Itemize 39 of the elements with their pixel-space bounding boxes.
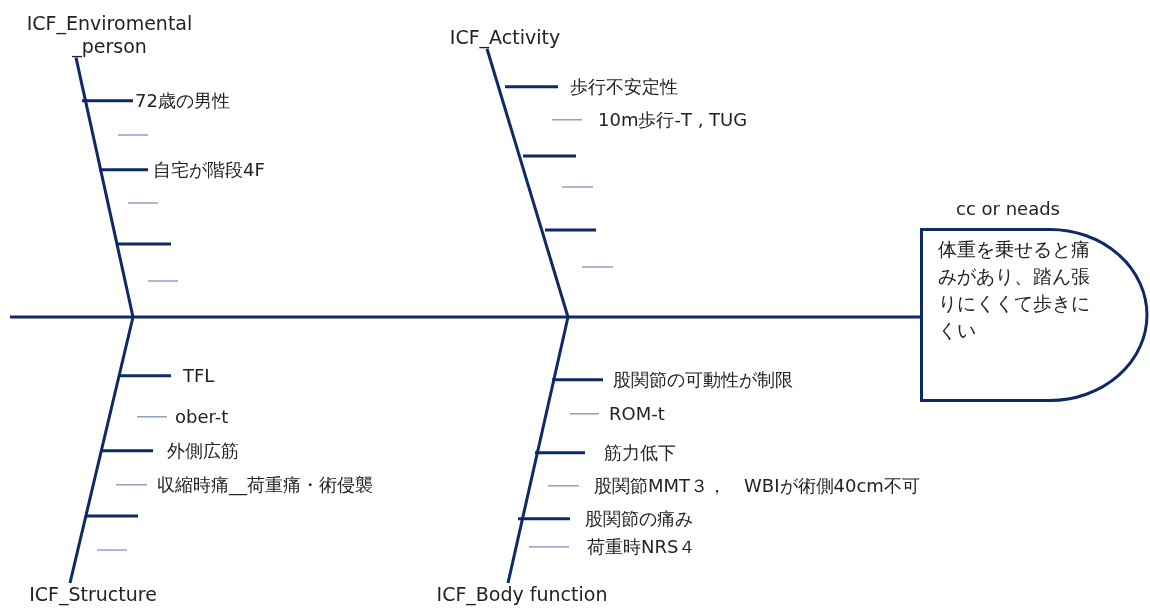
- cause-label: ROM-t: [608, 403, 665, 425]
- branch-line: [551, 119, 583, 121]
- branch-line: [136, 416, 168, 418]
- branch-line: [100, 449, 153, 453]
- category-label: ICF_Activity: [449, 26, 561, 49]
- branch-line: [518, 517, 570, 521]
- effect-text: 体重を乗せると痛みがあり、踏ん張りにくくて歩きにくい: [938, 237, 1091, 343]
- branch-line: [528, 546, 570, 548]
- effect-heading: cc or neads: [956, 198, 1060, 219]
- category-label: ICF_Structure: [29, 583, 157, 606]
- branch-line: [119, 374, 171, 378]
- branch-line: [547, 485, 580, 487]
- cause-label: 自宅が階段4F: [152, 159, 265, 181]
- cause-label: 収縮時痛__荷重痛・術侵襲: [156, 474, 373, 496]
- cause-label: 筋力低下: [603, 442, 676, 464]
- bone-line: [68, 316, 135, 584]
- branch-line: [535, 451, 585, 455]
- bone-line: [485, 48, 570, 318]
- branch-line: [115, 484, 148, 486]
- cause-label: 荷重時NRS４: [586, 536, 697, 558]
- branch-line: [82, 99, 133, 103]
- bone-line: [74, 57, 135, 318]
- cause-label: 72歳の男性: [134, 90, 230, 112]
- branch-line: [505, 85, 558, 89]
- spine-line: [10, 315, 920, 319]
- cause-label: 股関節MMT３， WBIが術側40cm不可: [593, 475, 920, 497]
- cause-label: 外側広筋: [166, 440, 239, 462]
- category-label: ICF_Enviromental _person: [25, 12, 194, 58]
- cause-label: 10m歩行-T , TUG: [597, 109, 748, 131]
- cause-label: ober-t: [174, 406, 229, 428]
- bone-line: [506, 316, 570, 584]
- cause-label: TFL: [182, 365, 215, 387]
- cause-label: 股関節の痛み: [584, 508, 693, 530]
- branch-line: [569, 413, 600, 415]
- category-label: ICF_Body function: [436, 583, 608, 606]
- branch-line: [552, 378, 603, 382]
- branch-line: [99, 168, 148, 172]
- cause-label: 歩行不安定性: [569, 76, 678, 98]
- cause-label: 股関節の可動性が制限: [612, 369, 793, 391]
